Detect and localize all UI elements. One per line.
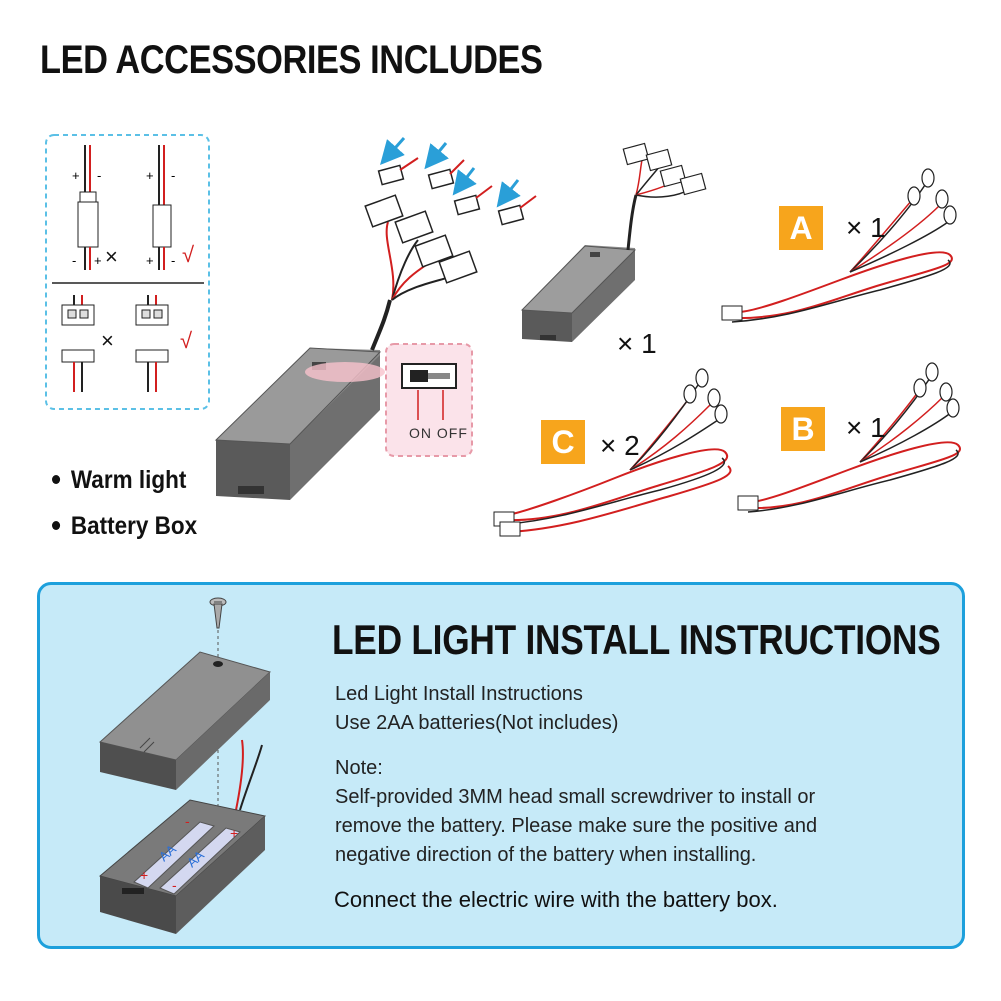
kit-c-qty: × 2 [600,430,640,461]
page-title: LED ACCESSORIES INCLUDES [40,38,543,82]
install-line-1: Led Light Install Instructions [335,683,583,705]
plug-wrong-bottom [61,295,95,392]
battery-lid [98,651,271,790]
correct-mark-top: √ [182,242,195,267]
arrow-icons [380,137,521,208]
connector-wrong-top: + - - + [72,145,102,270]
wrong-mark-top: × [105,244,118,269]
kit-b-qty: × 1 [846,412,886,443]
svg-text:+: + [140,867,148,883]
feature-battery-box: Battery Box [52,512,197,541]
led-kit-b [737,362,961,513]
battery-box-qty: × 1 [617,328,657,359]
note-line-1: Self-provided 3MM head small screwdriver… [335,786,816,808]
battery-tray: AA AA + + - - [98,799,267,934]
kit-a-tag: A [779,206,823,250]
battery-box-large [214,221,456,500]
battery-box-small [520,142,707,342]
led-kit-c [493,368,732,537]
connector-orientation-diagram: + - - + + - + - [45,134,210,410]
battery-icons [133,821,241,895]
kit-b-tag: B [781,407,825,451]
correct-mark-bottom: √ [180,328,193,353]
install-title: LED LIGHT INSTALL INSTRUCTIONS [332,616,941,663]
svg-text:-: - [171,253,175,268]
note-label: Note: [335,757,383,779]
svg-text:-: - [171,168,175,183]
connector-group-large [364,194,478,284]
plug-correct-bottom [135,295,169,392]
wrong-mark-bottom: × [101,328,114,353]
svg-text:-: - [185,813,190,829]
small-connectors [377,157,537,226]
svg-text:+: + [146,168,154,183]
switch-label: ON OFF [409,425,468,441]
led-kit-a [721,168,957,323]
svg-text:-: - [172,877,177,893]
kit-a-qty: × 1 [846,212,886,243]
install-line-2: Use 2AA batteries(Not includes) [335,712,619,734]
svg-text:+: + [72,168,80,183]
bullet-icon [52,474,61,484]
feature-warm-light: Warm light [52,466,186,495]
bullet-icon [52,520,61,530]
svg-text:-: - [97,168,101,183]
svg-text:+: + [94,253,102,268]
note-line-3: negative direction of the battery when i… [335,844,757,866]
connect-instruction: Connect the electric wire with the batte… [334,887,778,912]
kit-c-tag: C [541,420,585,464]
connector-correct-top: + - + - [146,145,175,270]
svg-text:-: - [72,253,76,268]
switch-inset [385,343,473,457]
svg-text:+: + [230,825,238,841]
note-line-2: remove the battery. Please make sure the… [335,815,818,837]
svg-text:+: + [146,253,154,268]
